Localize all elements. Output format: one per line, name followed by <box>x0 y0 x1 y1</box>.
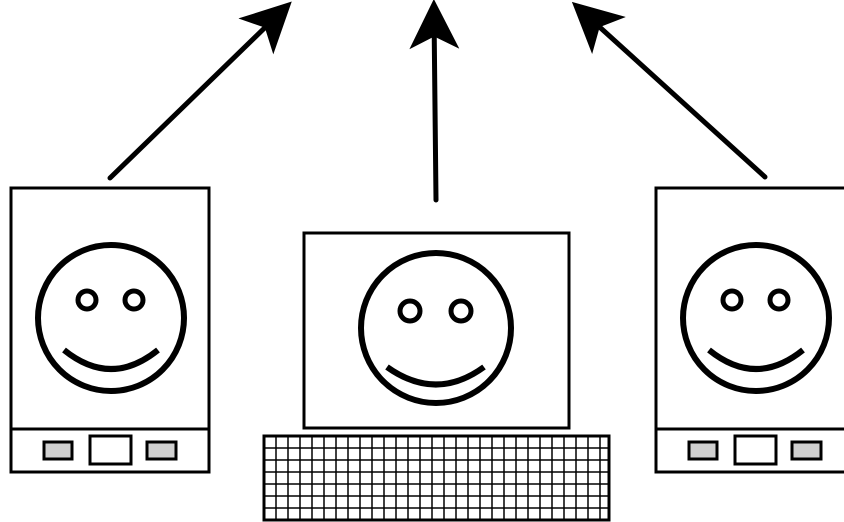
right-tower-computer <box>656 188 844 472</box>
arrow-left-up-right <box>110 12 281 178</box>
arrow-center-up <box>434 14 436 200</box>
drive-slot-middle <box>735 436 776 464</box>
center-monitor-computer <box>264 233 609 520</box>
arrows <box>110 12 765 200</box>
arrow-right-up-left <box>583 12 765 177</box>
left-tower-computer <box>11 188 209 472</box>
drive-slot-right <box>147 442 176 459</box>
drive-slot-right <box>792 442 821 459</box>
keyboard-icon <box>264 436 609 520</box>
drive-slot-left <box>689 442 717 459</box>
drive-slot-middle <box>90 436 131 464</box>
monitor-body <box>304 233 569 428</box>
drive-slot-left <box>44 442 72 459</box>
